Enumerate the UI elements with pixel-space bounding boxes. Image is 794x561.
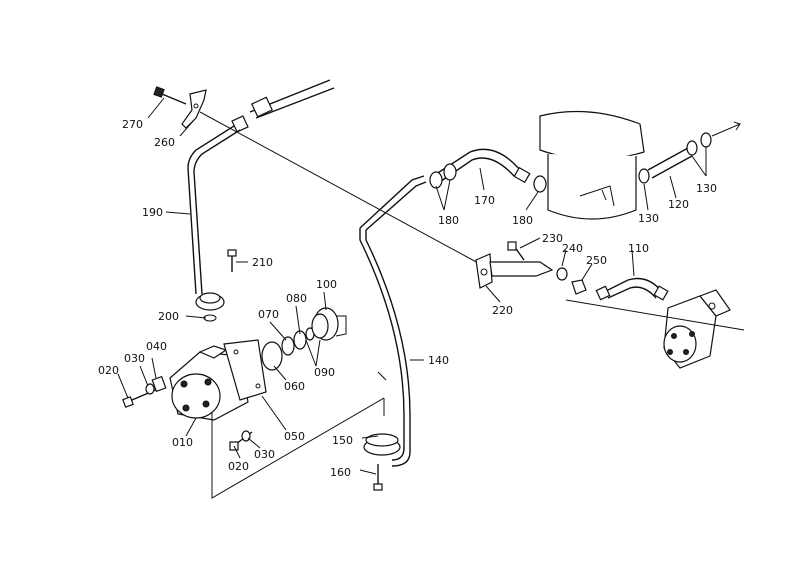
leader-lines bbox=[117, 97, 707, 475]
label-110: 110 bbox=[628, 242, 649, 255]
label-210: 210 bbox=[252, 256, 273, 269]
label-140: 140 bbox=[428, 354, 449, 367]
label-190: 190 bbox=[142, 206, 163, 219]
label-080: 080 bbox=[286, 292, 307, 305]
pump-010 bbox=[169, 339, 267, 421]
label-100: 100 bbox=[316, 278, 337, 291]
nut-080 bbox=[293, 327, 315, 350]
gear-100 bbox=[311, 307, 347, 341]
label-070: 070 bbox=[258, 308, 279, 321]
label-170: 170 bbox=[474, 194, 495, 207]
label-020-bottom: 020 bbox=[228, 460, 249, 473]
label-050: 050 bbox=[284, 430, 305, 443]
air-cleaner bbox=[539, 110, 645, 220]
label-230: 230 bbox=[542, 232, 563, 245]
bolt-020-left bbox=[122, 375, 167, 408]
pipe-140 bbox=[359, 175, 427, 467]
label-020-left: 020 bbox=[98, 364, 119, 377]
hose-120 bbox=[638, 121, 741, 184]
washer-070 bbox=[281, 336, 295, 356]
bolt-160 bbox=[373, 464, 383, 491]
label-060: 060 bbox=[284, 380, 305, 393]
clamp-180-right bbox=[533, 175, 547, 193]
label-010: 010 bbox=[172, 436, 193, 449]
clamp-260 bbox=[181, 89, 207, 129]
bracket-220 bbox=[475, 253, 554, 289]
label-030-bottom: 030 bbox=[254, 448, 275, 461]
label-130-left: 130 bbox=[638, 212, 659, 225]
hose-170 bbox=[429, 148, 531, 187]
label-240: 240 bbox=[562, 242, 583, 255]
label-120: 120 bbox=[668, 198, 689, 211]
upper-hose bbox=[231, 79, 335, 133]
label-270: 270 bbox=[122, 118, 143, 131]
pipe-190 bbox=[187, 125, 241, 322]
label-040: 040 bbox=[146, 340, 167, 353]
label-180-left: 180 bbox=[438, 214, 459, 227]
bolt-230 bbox=[507, 241, 525, 261]
label-180-right: 180 bbox=[512, 214, 533, 227]
label-250: 250 bbox=[586, 254, 607, 267]
washer-240 bbox=[556, 267, 568, 281]
label-220: 220 bbox=[492, 304, 513, 317]
bolt-270 bbox=[153, 86, 187, 105]
part-labels: 270 260 190 210 200 100 080 070 090 060 … bbox=[98, 118, 717, 479]
hose-110 bbox=[595, 277, 669, 301]
label-130-right: 130 bbox=[696, 182, 717, 195]
engine-pump-right bbox=[663, 289, 731, 369]
bolt-020-bottom bbox=[229, 430, 253, 451]
seal-060 bbox=[261, 341, 283, 371]
label-200: 200 bbox=[158, 310, 179, 323]
label-090: 090 bbox=[314, 366, 335, 379]
nut-250 bbox=[571, 279, 587, 295]
label-030-left: 030 bbox=[124, 352, 145, 365]
clamp-180-left bbox=[429, 163, 457, 189]
guide-line bbox=[199, 111, 481, 265]
label-260: 260 bbox=[154, 136, 175, 149]
guide-line-right bbox=[565, 299, 745, 331]
bolt-210 bbox=[227, 249, 237, 272]
assembly-outline bbox=[211, 397, 385, 499]
label-150: 150 bbox=[332, 434, 353, 447]
label-160: 160 bbox=[330, 466, 351, 479]
